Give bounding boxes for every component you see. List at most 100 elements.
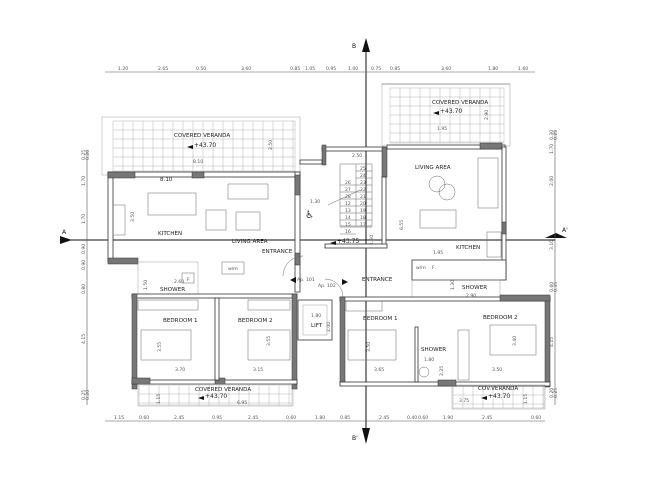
shower-label-101: SHOWER [160,287,185,293]
dimension-label: 4.15 [549,337,555,347]
dimension-label: 1.20 [118,66,128,72]
shower-2-height-102: 2.25 [439,366,445,376]
bedroom-1-height-101: 3.55 [157,342,163,352]
shower-label-102: SHOWER [462,285,487,291]
section-b-prime-label: B' [352,435,358,442]
stair-step-number: 23 [360,180,366,186]
bedroom-2-height-102: 3.40 [512,336,518,346]
dimension-label: 1.60 [518,66,528,72]
shower-width-102: 2.90 [466,293,476,299]
dimension-label: 0.75 [371,66,381,72]
veranda-bottom-label-102: COV.VERANDA [478,386,518,392]
shower-height-102: 1.30 [450,280,456,290]
wm-label-101: w/m [228,266,238,272]
stair-step-number: 18 [360,215,366,221]
bedroom-2-height-101: 3.55 [266,336,272,346]
dimension-label: 0.20 [549,388,555,398]
stair-step-number: 16 [345,229,351,235]
veranda-top-level-102: +43.70 [440,108,462,115]
bedroom-2-label-102: BEDROOM 2 [483,315,518,321]
fridge-label-102: F [432,265,435,271]
dimension-label: 1.05 [305,66,315,72]
accessible-icon: ♿ [305,210,314,221]
corridor-width: 1.30 [310,199,320,205]
kitchen-label-102: KITCHEN [456,245,480,251]
lift-height: 2.00 [326,322,332,332]
bedroom-1-width-101: 3.70 [175,367,185,373]
dimension-label: 0.95 [212,415,222,421]
dimension-label: 1.80 [488,66,498,72]
kitchen-label-101: KITCHEN [158,231,182,237]
veranda-top-level-101: +43.70 [194,142,216,149]
veranda-bottom-width-101: 6.95 [237,400,247,406]
stair-step-number: 25 [360,166,366,172]
dimension-label: 0.60 [549,282,555,292]
dimension-label: 1.80 [315,415,325,421]
shower-width-101: 2.60 [174,279,184,285]
bedroom-2-width-102: 3.50 [492,367,502,373]
dimension-label: 0.85 [340,415,350,421]
bedroom-1-label-101: BEDROOM 1 [163,318,198,324]
dimension-label: 0.85 [290,66,300,72]
dimension-label: 1.15 [114,415,124,421]
stair-step-number: 17 [360,222,366,228]
section-a-prime-label: A' [562,227,568,234]
lift-width: 1.80 [311,313,321,319]
dimension-label: 4.15 [81,334,87,344]
dimension-label: 2.45 [482,415,492,421]
bedroom-2-label-101: BEDROOM 2 [238,318,273,324]
stair-step-number: 13 [345,208,351,214]
veranda-grids [112,87,545,409]
stair-step-number: 26 [345,180,351,186]
dimension-label: 0.60 [139,415,149,421]
dimension-label: 2.45 [379,415,389,421]
apartment-101-tag: Ap. 101 [297,277,315,283]
stair-step-number: 28 [345,194,351,200]
dimension-label: 3.10 [549,240,555,250]
shower-height-101: 1.50 [143,280,149,290]
dimension-label: 0.60 [418,415,428,421]
stair-step-number: 22 [360,187,366,193]
stair-step-number: 24 [360,173,366,179]
apartment-102: COVERED VERANDA +43.70 1.95 2.90 LIVING … [318,83,551,410]
dimension-label: 0.30 [549,130,555,140]
veranda-top-width-label-101: 8.10 [193,159,203,165]
veranda-grid [389,87,505,144]
veranda-top-depth-101: 2.50 [268,140,274,150]
stair-step-number: 19 [360,208,366,214]
bedroom-1-width-102: 3.65 [374,367,384,373]
dimension-label: 0.25 [81,390,87,400]
dimension-label: 2.65 [158,66,168,72]
dimension-label: 0.25 [81,150,87,160]
dimension-label: 0.60 [286,415,296,421]
section-markers: B B' A A' [60,38,568,444]
dimension-label: 0.25 [553,130,559,140]
dimension-label: 0.90 [81,244,87,254]
veranda-bottom-level-102: +43.70 [488,393,510,400]
bedroom-1-label-102: BEDROOM 1 [363,316,398,322]
stair-step-number: 20 [360,201,366,207]
dimension-label: 1.70 [549,144,555,154]
entrance-label-101: ENTRANCE [262,249,293,255]
living-area-label-102: LIVING AREA [415,165,451,171]
dimension-label: 0.40 [407,415,417,421]
bedroom-1-height-102: 3.50 [366,342,372,352]
shower-2-width-102: 1.80 [424,357,434,363]
stair-step-number: 27 [345,187,351,193]
landing-dim: 1.50 [369,235,375,245]
dimension-label: 0.20 [85,150,91,160]
stair-step-number: 14 [345,215,351,221]
entrance-label-102: ENTRANCE [362,277,393,283]
fridge-label-101: F [187,277,190,283]
stair-width: 2.50 [352,153,362,159]
kitchen-dim-101: 3.50 [130,212,136,222]
section-b-label: B [352,43,356,50]
dimension-label: 0.90 [81,260,87,270]
veranda-bottom-depth-101: 1.15 [156,394,162,404]
veranda-bottom-label-101: COVERED VERANDA [195,387,251,393]
stair-step-number: 12 [345,201,351,207]
veranda-bottom-depth-102: 1.15 [523,394,529,404]
living-area-label-101: LIVING AREA [232,239,268,245]
